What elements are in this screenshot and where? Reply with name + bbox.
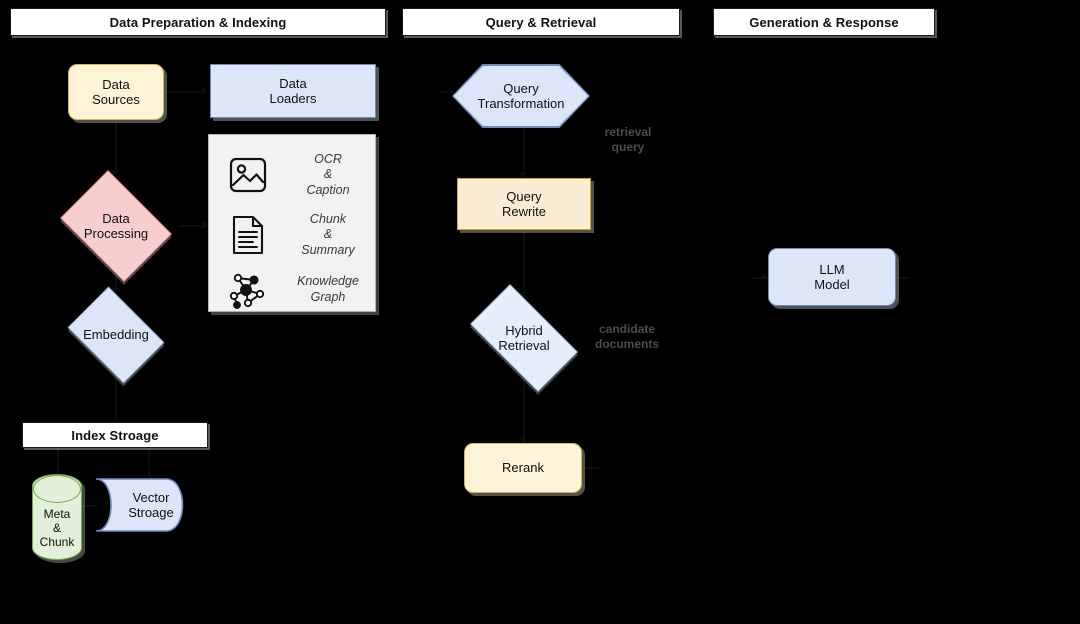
capability-row-chunk-label: Chunk & Summary <box>301 211 355 257</box>
node-rerank[interactable]: Rerank <box>464 443 582 493</box>
connector-llm-out <box>896 277 910 279</box>
connector-meta-to-vector <box>82 505 98 507</box>
connector-rerank-out <box>582 467 600 469</box>
connector-into-llm <box>752 277 770 279</box>
node-query-rewrite-label: Query Rewrite <box>501 188 547 219</box>
node-llm-model-label: LLM Model <box>814 261 850 292</box>
node-meta-chunk-label: Meta & Chunk <box>39 506 75 549</box>
capability-row-ocr-label: OCR & Caption <box>306 151 350 197</box>
connector-processing-to-panel <box>180 225 206 227</box>
node-rerank-label: Rerank <box>502 460 544 476</box>
node-meta-chunk[interactable]: Meta & Chunk <box>32 474 82 560</box>
node-query-rewrite[interactable]: Query Rewrite <box>457 178 591 230</box>
capability-row-knowledge-graph[interactable]: Knowledge Graph <box>225 265 371 315</box>
node-data-sources[interactable]: Data Sources <box>68 64 164 120</box>
capability-row-ocr[interactable]: OCR & Caption <box>225 147 371 203</box>
node-data-loaders[interactable]: Data Loaders <box>210 64 376 118</box>
capability-row-chunk[interactable]: Chunk & Summary <box>225 207 371 263</box>
diamond-shape <box>470 284 578 392</box>
connector-embedding-to-index <box>115 376 117 420</box>
node-query-transformation[interactable]: Query Transformation <box>452 64 590 128</box>
edge-label-hybrid-retrieval: candidate documents <box>594 322 659 351</box>
connector-index-to-meta <box>57 448 59 474</box>
node-vector-storage[interactable]: Vector Stroage <box>96 477 200 533</box>
node-data-sources-label: Data Sources <box>92 76 140 107</box>
lane-title: Data Preparation & Indexing <box>109 14 287 30</box>
lane-header-generation-response: Generation & Response <box>713 8 935 36</box>
connector-into-transformation <box>440 91 454 93</box>
hexagon-fill <box>453 65 589 127</box>
index-storage-title: Index Stroage <box>71 427 159 443</box>
arrowhead-processing-to-embedding <box>111 288 119 294</box>
lane-title: Query & Retrieval <box>485 14 597 30</box>
node-llm-model[interactable]: LLM Model <box>768 248 896 306</box>
node-hybrid-retrieval[interactable]: Hybrid Retrieval <box>456 284 592 392</box>
connector-sources-to-loaders <box>164 91 204 93</box>
arrowhead-sources-to-processing <box>111 170 119 176</box>
arrowhead-into-llm <box>762 273 768 281</box>
arrowhead-sources-to-loaders <box>202 87 208 95</box>
lane-header-data-preparation: Data Preparation & Indexing <box>10 8 386 36</box>
arrowhead-transformation-to-rewrite <box>519 172 527 178</box>
connector-sources-to-processing <box>115 120 117 172</box>
diamond-shape <box>60 170 172 282</box>
node-data-processing[interactable]: Data Processing <box>52 170 180 282</box>
node-embedding[interactable]: Embedding <box>60 286 172 384</box>
arrowhead-hybrid-to-rerank <box>519 437 527 443</box>
connector-processing-to-embedding <box>115 274 117 289</box>
node-data-loaders-label: Data Loaders <box>269 75 317 106</box>
index-storage-header: Index Stroage <box>22 422 208 448</box>
connector-rewrite-to-hybrid <box>523 230 525 294</box>
connector-index-to-vector <box>148 448 150 477</box>
image-icon <box>225 152 271 198</box>
edge-label-query-transformation: retrieval query <box>604 125 652 154</box>
diamond-shape <box>67 286 165 384</box>
arrowhead-processing-to-panel <box>202 221 208 229</box>
capability-row-knowledge-graph-label: Knowledge Graph <box>297 274 359 304</box>
connector-transformation-to-rewrite <box>523 128 525 174</box>
cylinder-top-ellipse <box>33 475 81 503</box>
connector-hybrid-to-rerank <box>523 378 525 439</box>
lane-header-query-retrieval: Query & Retrieval <box>402 8 680 36</box>
lane-title: Generation & Response <box>749 14 899 30</box>
arrowhead-rewrite-to-hybrid <box>519 292 527 298</box>
tape-shape <box>96 478 184 532</box>
knowledge-graph-icon <box>225 267 271 313</box>
document-icon <box>225 212 271 258</box>
capability-panel: OCR & Caption Chunk & Summary <box>208 134 376 312</box>
